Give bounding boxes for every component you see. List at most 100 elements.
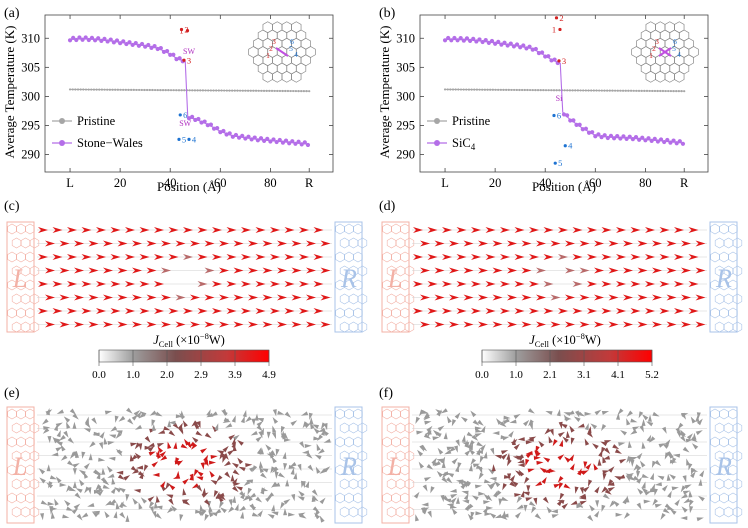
pristine-point	[111, 88, 114, 91]
local-flux-arrow	[661, 484, 668, 492]
heat-flux-arrow	[616, 227, 626, 233]
annotation-point	[182, 58, 186, 62]
lead-hexagon	[719, 464, 729, 476]
local-flux-arrow	[72, 421, 77, 429]
heat-flux-arrow	[688, 308, 699, 314]
local-flux-arrow	[579, 495, 587, 500]
right-lead-box	[334, 221, 363, 333]
defect-point	[536, 50, 542, 56]
lead-hexagon	[20, 237, 31, 249]
lead-hexagon	[386, 422, 397, 434]
heat-flux-arrow	[277, 267, 287, 274]
defect-point	[493, 41, 498, 46]
local-flux-arrow	[199, 504, 204, 512]
defect-point	[599, 135, 604, 140]
heat-flux-arrow	[478, 321, 488, 328]
defect-point	[71, 35, 76, 40]
heat-flux-arrow	[81, 254, 92, 260]
heat-flux-arrow	[183, 227, 193, 233]
heat-flux-arrow	[219, 294, 229, 301]
pristine-point	[300, 90, 303, 93]
local-flux-arrow	[125, 494, 130, 502]
local-flux-arrow	[165, 482, 171, 490]
annotation-point	[563, 144, 567, 148]
panel-label-c: (c)	[4, 199, 20, 214]
x-tick-label: 40	[164, 176, 177, 190]
local-flux-arrow	[283, 508, 288, 516]
annotation-label: SW	[179, 119, 191, 128]
lead-hexagon	[348, 478, 359, 490]
defect-point	[196, 116, 201, 122]
annotation-point	[187, 137, 191, 141]
local-flux-arrow	[576, 504, 584, 509]
annotation-label: SW	[183, 47, 195, 56]
local-flux-arrow	[440, 494, 445, 503]
lead-hexagon	[339, 450, 350, 462]
local-flux-arrow	[472, 463, 481, 468]
defect-point	[108, 37, 113, 42]
local-flux-arrow	[638, 411, 644, 419]
lead-hexagon	[732, 321, 743, 333]
lead-hexagon	[723, 293, 734, 305]
heat-flux-arrow	[132, 294, 142, 301]
heat-flux-arrow	[255, 254, 266, 260]
local-flux-arrow	[545, 411, 553, 416]
local-flux-arrow	[443, 432, 448, 440]
local-flux-arrow	[223, 460, 231, 467]
local-flux-arrow	[102, 479, 110, 486]
colorbar-tick-label: 3.9	[228, 369, 242, 381]
heat-flux-arrow	[226, 308, 237, 314]
lead-hexagon	[335, 464, 345, 476]
heat-flux-arrow	[427, 227, 438, 233]
lead-hexagon	[382, 279, 392, 291]
local-flux-arrow	[182, 488, 187, 496]
pristine-point	[130, 88, 133, 91]
local-flux-arrow	[180, 410, 185, 418]
heat-flux-arrow	[659, 227, 670, 233]
local-flux-arrow	[231, 415, 236, 423]
y-tick-label: 310	[21, 31, 40, 45]
defect-point	[139, 41, 145, 47]
lead-hexagon	[714, 506, 725, 518]
inset-hexagon	[664, 70, 675, 83]
heat-flux-arrow	[110, 254, 121, 260]
heat-flux-arrow	[255, 227, 266, 233]
heat-flux-arrow	[183, 254, 193, 260]
pristine-point	[616, 89, 619, 92]
defect-point	[452, 35, 457, 41]
pristine-point	[74, 88, 77, 91]
local-flux-arrow	[553, 483, 561, 489]
local-flux-arrow	[55, 446, 63, 452]
local-flux-arrow	[254, 413, 259, 421]
heat-flux-arrow	[579, 294, 590, 301]
pristine-point	[281, 89, 284, 93]
defect-point	[511, 44, 517, 49]
local-flux-arrow	[517, 463, 525, 468]
heat-flux-arrow	[616, 281, 626, 287]
lead-hexagon	[11, 450, 22, 462]
heat-flux-arrow	[500, 227, 510, 233]
local-flux-arrow	[242, 495, 250, 502]
heat-flux-arrow	[139, 254, 150, 260]
lead-hexagon	[400, 223, 410, 235]
local-flux-arrow	[175, 470, 180, 479]
pristine-point	[643, 89, 646, 92]
local-flux-arrow	[641, 487, 648, 494]
local-flux-arrow	[413, 491, 420, 499]
heat-flux-arrow	[485, 281, 496, 287]
legend-marker-pristine	[434, 118, 440, 124]
heat-flux-arrow	[117, 240, 128, 247]
local-flux-arrow	[550, 509, 558, 514]
local-flux-arrow	[561, 503, 569, 510]
local-flux-arrow	[696, 412, 701, 420]
pristine-point	[664, 89, 667, 93]
heat-flux-arrow	[442, 308, 452, 314]
heat-flux-arrow	[103, 267, 113, 274]
pristine-point	[175, 89, 178, 92]
defect-point	[114, 38, 120, 43]
local-flux-arrow	[260, 472, 267, 479]
lead-hexagon	[335, 307, 345, 319]
lead-hexagon	[395, 450, 406, 462]
